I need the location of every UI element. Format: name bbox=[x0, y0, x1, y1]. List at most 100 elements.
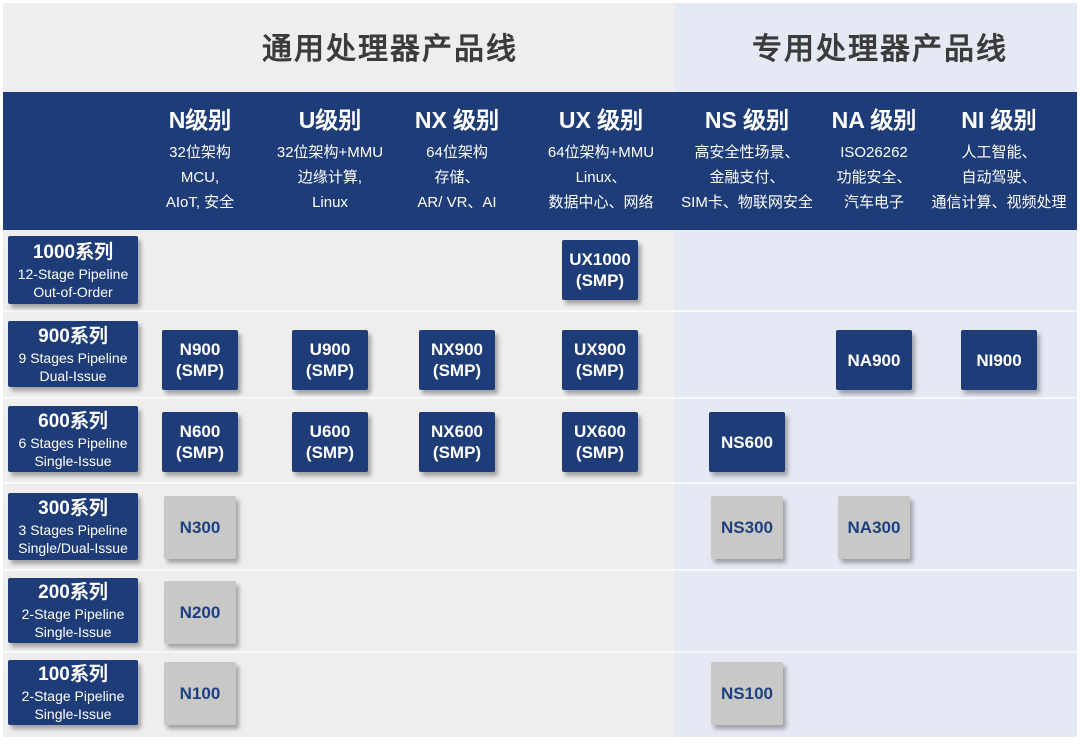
column-name: NS 级别 bbox=[704, 107, 790, 133]
column-app-line: ISO26262 bbox=[840, 144, 908, 161]
chip-name: NX900 bbox=[431, 340, 483, 359]
column-header-band bbox=[3, 92, 1077, 230]
pipeline-stages: 2-Stage Pipeline bbox=[21, 606, 125, 622]
issue-type: Out-of-Order bbox=[33, 283, 113, 300]
chip-na900: NA900 bbox=[836, 330, 912, 390]
row-label-200-series: 200系列 2-Stage Pipeline Single-Issue bbox=[8, 578, 138, 643]
column-app-line: 通信计算、视频处理 bbox=[931, 194, 1067, 211]
issue-type: Single-Issue bbox=[34, 452, 112, 469]
column-arch: 32位架构+MMU bbox=[276, 144, 384, 161]
chip-smp-tag: (SMP) bbox=[432, 443, 482, 462]
column-app-line: 存储、 bbox=[434, 169, 480, 186]
chip-n100: N100 bbox=[164, 662, 236, 725]
chip-name: NS600 bbox=[721, 432, 773, 452]
series-name: 1000系列 bbox=[32, 241, 114, 263]
row-label-900-series: 900系列 9 Stages Pipeline Dual-Issue bbox=[8, 321, 138, 387]
column-app-line: 高安全性场景、 bbox=[694, 144, 800, 161]
series-name: 300系列 bbox=[38, 498, 108, 519]
row-divider bbox=[3, 482, 1077, 484]
chip-smp-tag: (SMP) bbox=[305, 443, 355, 462]
column-app-line: SIM卡、物联网安全 bbox=[681, 194, 813, 211]
column-name: N级别 bbox=[168, 107, 232, 133]
chip-smp-tag: (SMP) bbox=[575, 361, 625, 380]
column-arch: 64位架构+MMU bbox=[547, 144, 655, 161]
column-app-line: 自动驾驶、 bbox=[961, 169, 1037, 186]
chip-u900: U900 (SMP) bbox=[292, 330, 368, 390]
chip-name: UX1000 bbox=[569, 250, 631, 269]
column-header-ns: NS 级别 高安全性场景、 金融支付、 SIM卡、物联网安全 bbox=[657, 104, 837, 215]
chip-ns100: NS100 bbox=[711, 662, 783, 725]
chip-name: NA300 bbox=[847, 518, 901, 537]
column-app-line: 边缘计算, bbox=[297, 169, 363, 186]
chip-n900: N900 (SMP) bbox=[162, 330, 238, 390]
chip-smp-tag: (SMP) bbox=[305, 361, 355, 380]
issue-type: Single-Issue bbox=[34, 706, 112, 722]
row-label-1000-series: 1000系列 12-Stage Pipeline Out-of-Order bbox=[8, 236, 138, 304]
chip-na300: NA300 bbox=[838, 496, 910, 559]
pipeline-stages: 9 Stages Pipeline bbox=[18, 349, 128, 366]
chip-smp-tag: (SMP) bbox=[175, 443, 225, 462]
column-app-line: AR/ VR、AI bbox=[417, 194, 497, 211]
chip-n300: N300 bbox=[164, 496, 236, 559]
chip-name: N300 bbox=[179, 518, 221, 537]
column-app-line: MCU, bbox=[180, 169, 220, 186]
column-app-line: 人工智能、 bbox=[961, 144, 1037, 161]
column-header-na: NA 级别 ISO26262 功能安全、 汽车电子 bbox=[797, 104, 951, 215]
row-label-100-series: 100系列 2-Stage Pipeline Single-Issue bbox=[8, 660, 138, 725]
chip-smp-tag: (SMP) bbox=[432, 361, 482, 380]
chip-name: UX600 bbox=[574, 422, 626, 441]
pipeline-stages: 12-Stage Pipeline bbox=[17, 265, 129, 282]
chip-name: NS100 bbox=[721, 684, 773, 703]
pipeline-stages: 2-Stage Pipeline bbox=[21, 688, 125, 704]
issue-type: Single-Issue bbox=[34, 624, 112, 640]
pipeline-stages: 3 Stages Pipeline bbox=[18, 522, 128, 538]
chip-smp-tag: (SMP) bbox=[575, 443, 625, 462]
chip-ux900: UX900 (SMP) bbox=[562, 330, 638, 390]
chip-name: NA900 bbox=[847, 350, 901, 370]
row-label-600-series: 600系列 6 Stages Pipeline Single-Issue bbox=[8, 406, 138, 472]
chip-nx900: NX900 (SMP) bbox=[419, 330, 495, 390]
chip-name: NS300 bbox=[721, 518, 773, 537]
chip-nx600: NX600 (SMP) bbox=[419, 412, 495, 472]
column-arch: 32位架构 bbox=[169, 144, 231, 161]
chip-name: UX900 bbox=[574, 340, 626, 359]
chip-ns300: NS300 bbox=[711, 496, 783, 559]
chip-name: N200 bbox=[179, 603, 221, 622]
series-name: 900系列 bbox=[38, 325, 108, 347]
row-divider bbox=[3, 569, 1077, 571]
column-arch: 64位架构 bbox=[426, 144, 488, 161]
series-name: 600系列 bbox=[38, 410, 108, 432]
column-name: NX 级别 bbox=[414, 107, 500, 133]
chip-name: U600 bbox=[309, 422, 351, 441]
column-app-line: 数据中心、网络 bbox=[548, 194, 654, 211]
column-header-nx: NX 级别 64位架构 存储、 AR/ VR、AI bbox=[377, 104, 537, 215]
chip-n200: N200 bbox=[164, 581, 236, 644]
issue-type: Single/Dual-Issue bbox=[18, 540, 128, 556]
chip-smp-tag: (SMP) bbox=[175, 361, 225, 380]
row-divider bbox=[3, 397, 1077, 399]
special-product-line-title: 专用处理器产品线 bbox=[752, 33, 1008, 66]
chip-ux1000: UX1000 (SMP) bbox=[562, 240, 638, 300]
column-app-line: AIoT, 安全 bbox=[165, 194, 235, 211]
column-header-ni: NI 级别 人工智能、 自动驾驶、 通信计算、视频处理 bbox=[906, 104, 1080, 215]
chip-ns600: NS600 bbox=[709, 412, 785, 472]
chip-name: NI900 bbox=[976, 350, 1022, 370]
column-name: UX 级别 bbox=[558, 107, 644, 133]
chip-name: N600 bbox=[179, 422, 221, 441]
column-app-line: Linux、 bbox=[575, 169, 627, 186]
chip-name: N100 bbox=[179, 684, 221, 703]
column-header-u: U级别 32位架构+MMU 边缘计算, Linux bbox=[252, 104, 408, 215]
column-app-line: 金融支付、 bbox=[709, 169, 785, 186]
chip-name: NX600 bbox=[431, 422, 483, 441]
column-name: NA 级别 bbox=[831, 107, 917, 133]
column-app-line: 汽车电子 bbox=[843, 194, 904, 211]
row-divider bbox=[3, 651, 1077, 653]
chip-name: N900 bbox=[179, 340, 221, 359]
column-app-line: 功能安全、 bbox=[836, 169, 912, 186]
series-name: 100系列 bbox=[38, 664, 108, 685]
pipeline-stages: 6 Stages Pipeline bbox=[18, 434, 128, 451]
column-app-line: Linux bbox=[312, 194, 348, 211]
column-header-n: N级别 32位架构 MCU, AIoT, 安全 bbox=[125, 104, 275, 215]
series-name: 200系列 bbox=[38, 582, 108, 603]
